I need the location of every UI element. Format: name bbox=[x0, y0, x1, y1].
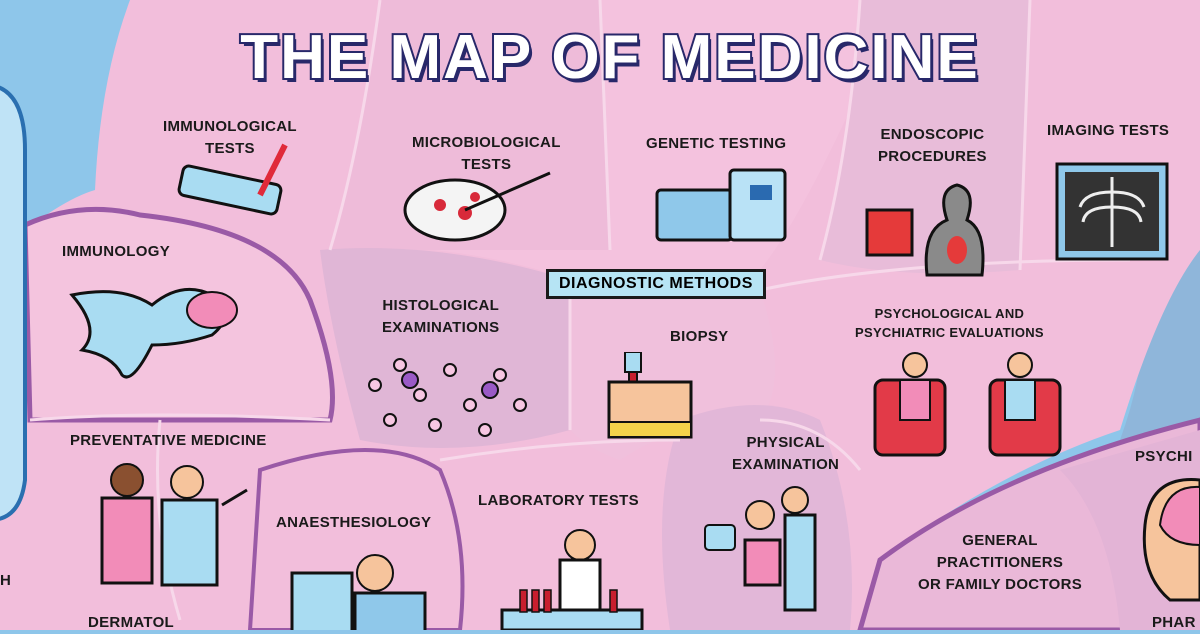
region-endoscopic bbox=[820, 0, 1030, 274]
petri-dish-icon bbox=[403, 171, 551, 242]
dna-sequencer-icon bbox=[655, 168, 787, 242]
endoscope-icon bbox=[865, 183, 985, 277]
physical-exam-icon bbox=[704, 486, 817, 612]
region-borders bbox=[29, 0, 1131, 621]
left-panel bbox=[0, 85, 27, 521]
psychiatry-label: PSYCHI bbox=[1135, 448, 1193, 465]
genetic-testing-label: GENETIC TESTING bbox=[646, 135, 787, 152]
biopsy-label: BIOPSY bbox=[670, 328, 729, 345]
head-brain-icon bbox=[1142, 478, 1200, 602]
right-sea bbox=[1120, 250, 1200, 440]
anaesthesia-icon bbox=[290, 554, 427, 630]
left-partial-label: H bbox=[0, 572, 12, 589]
region-microbio bbox=[330, 0, 610, 250]
immune-cell-icon bbox=[69, 287, 238, 379]
immunology-label: IMMUNOLOGY bbox=[62, 243, 170, 260]
test-kit-icon bbox=[177, 143, 288, 216]
imaging-tests-label: IMAGING TESTS bbox=[1047, 122, 1170, 139]
preventative-medicine-label: PREVENTATIVE MEDICINE bbox=[70, 432, 267, 449]
page-title: THE MAP OF MEDICINE bbox=[238, 21, 980, 94]
biopsy-icon bbox=[607, 352, 693, 439]
cells-icon bbox=[368, 358, 527, 437]
anaesthesiology-label: ANAESTHESIOLOGY bbox=[276, 514, 432, 531]
xray-icon bbox=[1055, 162, 1169, 261]
region-histology bbox=[320, 248, 570, 448]
vaccination-icon bbox=[100, 463, 248, 587]
therapy-session-icon bbox=[873, 352, 1062, 457]
lab-icon bbox=[500, 529, 644, 630]
pharmacy-label: PHAR bbox=[1152, 614, 1196, 631]
dermatology-label: DERMATOL bbox=[88, 614, 175, 631]
diagnostic-methods-label: DIAGNOSTIC METHODS bbox=[546, 269, 766, 299]
laboratory-tests-label: LABORATORY TESTS bbox=[478, 492, 639, 509]
